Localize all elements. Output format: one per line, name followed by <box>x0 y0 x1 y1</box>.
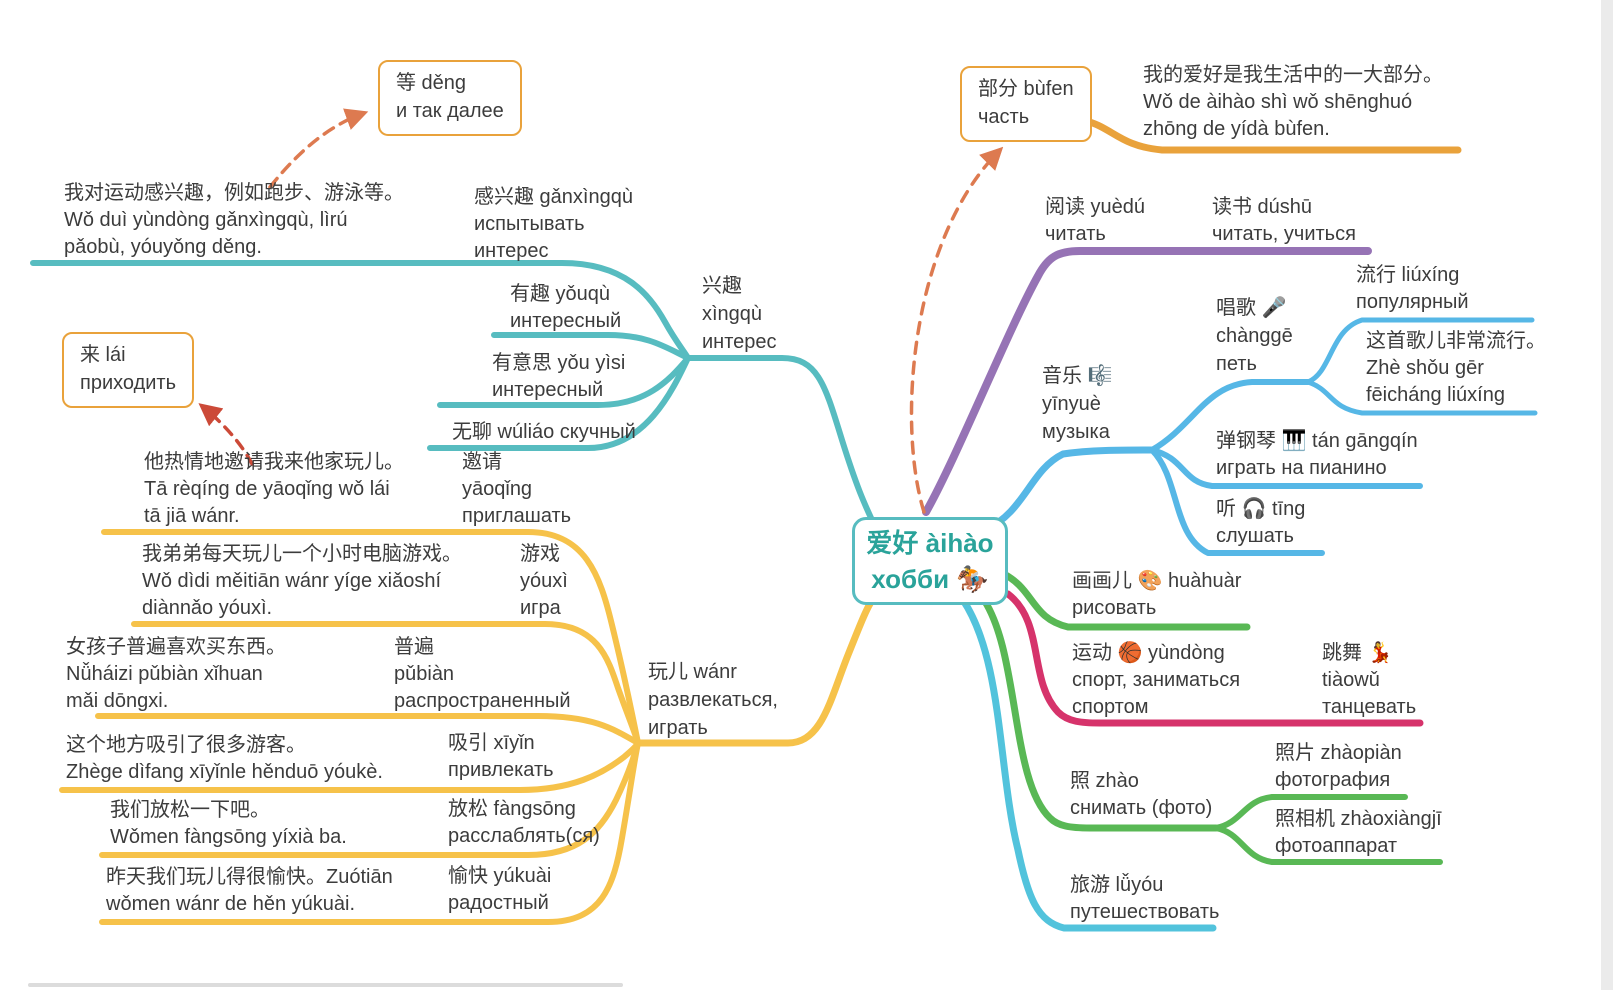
branch-lvyou <box>959 596 1217 932</box>
branch-zhao-main <box>978 593 1220 832</box>
branch-yundong <box>1004 590 1424 727</box>
callout-deng-zh: 等 děng <box>396 72 467 94</box>
callout-bufen-zh: 部分 bùfen <box>978 78 1074 100</box>
branch-huahuar <box>996 568 1251 631</box>
branch-yaoqing <box>101 529 641 746</box>
branch-changge <box>1149 379 1311 453</box>
sentence-xiyin: 这个地方吸引了很多游客。Zhège dìfang xīyǐnle hěnduō … <box>66 734 383 783</box>
branch-youyisi <box>437 355 691 408</box>
branch-xingqu-main <box>685 355 875 523</box>
arrow-deng <box>268 108 369 189</box>
callout-lai[interactable]: 来 lái приходить <box>62 332 195 408</box>
central-node-aihao[interactable]: 爱好 àihào хобби 🏇 <box>852 517 1008 605</box>
central-node-zh: 爱好 àihào <box>866 528 994 558</box>
sentence-yaoqing: 他热情地邀请我来他家玩儿。Tā rèqíng de yāoqǐng wǒ lái… <box>144 451 404 527</box>
callout-lai-zh: 来 lái <box>80 344 126 366</box>
branch-yinyue-main <box>981 446 1156 534</box>
branch-zhaoxiangji <box>1213 825 1443 865</box>
branch-ganxingqu <box>30 260 691 361</box>
branch-yukuai <box>99 740 641 925</box>
screenshot-right-edge <box>1601 0 1613 990</box>
branch-ting <box>1149 447 1325 556</box>
branch-liuxing-sentence <box>1305 379 1538 416</box>
sentence-bufen: 我的爱好是我生活中的一大部分。Wǒ de àihào shì wǒ shēngh… <box>1143 64 1443 140</box>
clipped-bottom-branch <box>28 983 623 987</box>
label-wuliao: 无聊 wúliáo скучный <box>452 421 636 443</box>
branch-tangangqin <box>1149 447 1423 489</box>
callout-deng-ru: и так далее <box>396 100 504 122</box>
arrow-lai <box>198 403 254 466</box>
branch-wuliao <box>427 355 691 451</box>
arrow-bufen <box>909 146 1004 514</box>
branch-liuxing <box>1305 317 1535 385</box>
branch-youqu <box>491 332 691 361</box>
callout-lai-ru: приходить <box>80 372 177 394</box>
sentence-fangsong: 我们放松一下吧。Wǒmen fàngsōng yíxià ba. <box>110 799 347 848</box>
branch-yuedu <box>922 247 1372 516</box>
callout-deng[interactable]: 等 děng и так далее <box>378 60 522 136</box>
sentence-ganxingqu: 我对运动感兴趣，例如跑步、游泳等。Wǒ duì yùndòng gǎnxìngq… <box>64 182 404 258</box>
sentence-youxi: 我弟弟每天玩儿一个小时电脑游戏。Wǒ dìdi měitiān wánr yíg… <box>142 543 462 619</box>
callout-bufen[interactable]: 部分 bùfen часть <box>960 66 1092 142</box>
branch-pubian <box>95 713 641 746</box>
callout-bufen-ru: часть <box>978 106 1030 128</box>
central-node-ru: хобби 🏇 <box>871 564 989 594</box>
branch-zhaopian <box>1213 794 1408 831</box>
branch-youxi <box>131 621 641 746</box>
branch-wanr-main <box>634 598 875 747</box>
